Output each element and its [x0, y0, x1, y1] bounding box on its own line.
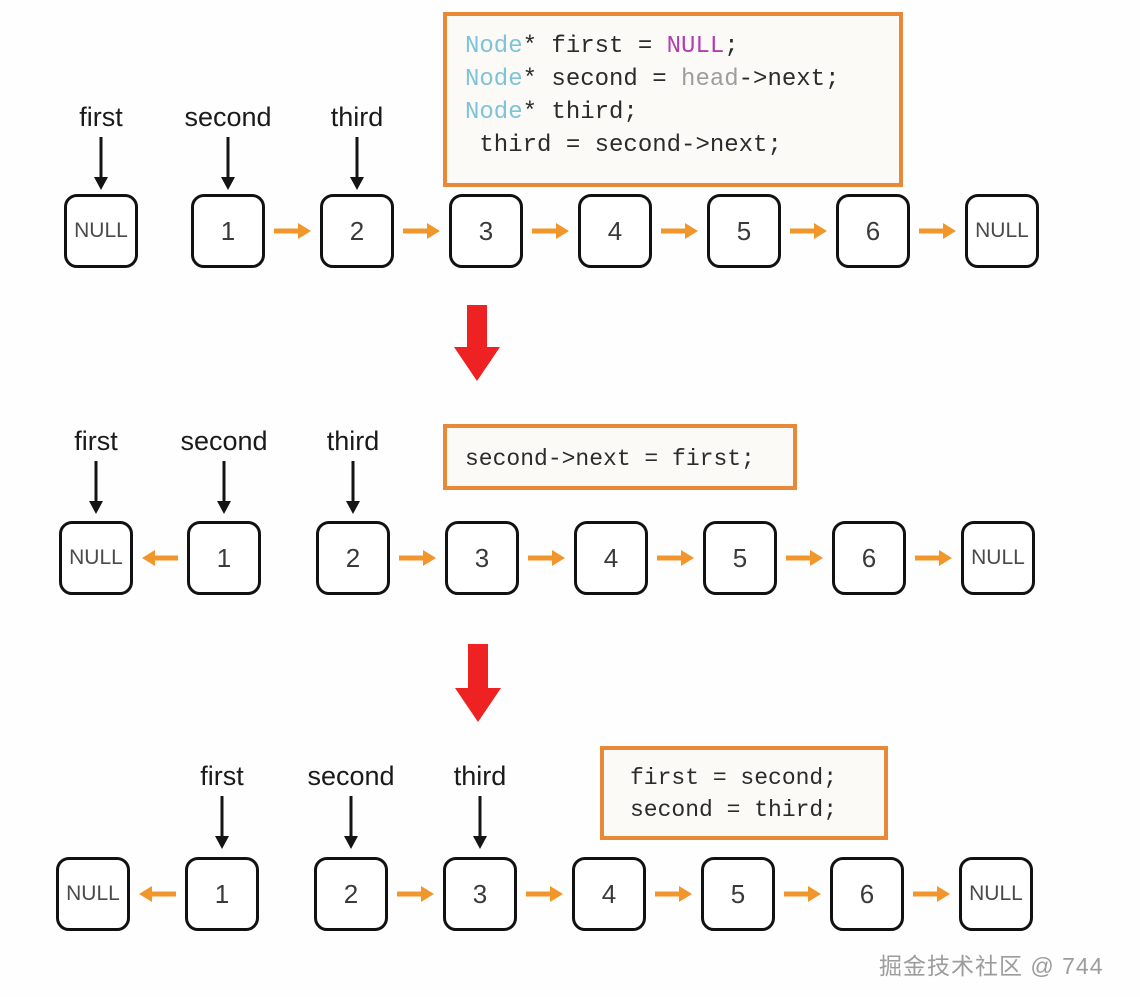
code-line-1-2: Node* second = head->next; — [465, 63, 899, 96]
pointer-3-second: second — [276, 763, 426, 850]
node-1-2: 1 — [191, 194, 265, 268]
node-2-3: 2 — [316, 521, 390, 595]
link-arrow-3-2 — [397, 885, 434, 903]
node-1-3: 2 — [320, 194, 394, 268]
pointer-label-third: third — [326, 426, 380, 456]
node-1-6: 5 — [707, 194, 781, 268]
pointer-down-arrow-icon — [345, 461, 361, 515]
link-arrow-1-3 — [532, 222, 569, 240]
pointer-label-third: third — [453, 761, 507, 791]
node-3-5: 4 — [572, 857, 646, 931]
link-arrow-3-1 — [139, 885, 176, 903]
pointer-label-first: first — [79, 102, 123, 132]
node-2-2: 1 — [187, 521, 261, 595]
node-3-6: 5 — [701, 857, 775, 931]
code-token-plain: third; — [551, 99, 638, 127]
pointer-1-third: third — [282, 104, 432, 191]
code-token-plain: second->next = first; — [465, 446, 755, 472]
link-arrow-3-5 — [784, 885, 821, 903]
code-line-3-1: first = second; — [630, 763, 884, 795]
code-token-plain: * — [522, 33, 552, 60]
node-3-7: 6 — [830, 857, 904, 931]
pointer-1-first: first — [26, 104, 176, 191]
link-arrow-1-1 — [274, 222, 311, 240]
node-1-5: 4 — [578, 194, 652, 268]
watermark: 掘金技术社区 @ 744 — [879, 953, 1104, 979]
node-2-6: 5 — [703, 521, 777, 595]
transition-arrow-1 — [452, 305, 502, 383]
link-arrow-3-4 — [655, 885, 692, 903]
pointer-2-third: third — [278, 428, 428, 515]
link-arrow-1-4 — [661, 222, 698, 240]
link-arrow-2-5 — [786, 549, 823, 567]
link-arrow-2-2 — [399, 549, 436, 567]
link-arrow-3-3 — [526, 885, 563, 903]
code-token-plain: second = — [551, 66, 682, 94]
link-arrow-2-3 — [528, 549, 565, 567]
link-arrow-1-2 — [403, 222, 440, 240]
node-3-8: NULL — [959, 857, 1033, 931]
link-arrow-1-6 — [919, 222, 956, 240]
pointer-label-second: second — [180, 426, 268, 456]
pointer-1-second: second — [153, 104, 303, 191]
node-2-4: 3 — [445, 521, 519, 595]
pointer-label-second: second — [307, 761, 395, 791]
code-token-type: Node — [465, 99, 523, 127]
pointer-down-arrow-icon — [214, 796, 230, 850]
code-token-plain: second = third; — [630, 796, 838, 823]
code-token-null: NULL — [666, 33, 725, 60]
node-1-7: 6 — [836, 194, 910, 268]
pointer-2-second: second — [149, 428, 299, 515]
code-block-3: first = second; second = third; — [600, 746, 888, 840]
code-token-plain: first = second; — [630, 765, 838, 791]
pointer-label-first: first — [200, 761, 244, 791]
pointer-label-first: first — [74, 426, 118, 456]
node-2-7: 6 — [832, 521, 906, 595]
code-line-1-4: third = second->next; — [465, 129, 899, 162]
node-3-1: NULL — [56, 857, 130, 931]
node-3-2: 1 — [185, 857, 259, 931]
code-line-1-3: Node* third; — [465, 96, 899, 129]
node-2-5: 4 — [574, 521, 648, 595]
node-2-1: NULL — [59, 521, 133, 595]
code-token-plain: first = — [551, 33, 667, 60]
link-arrow-2-6 — [915, 549, 952, 567]
code-token-plain: ->next; — [738, 66, 840, 94]
code-token-plain: * — [522, 66, 552, 94]
pointer-3-third: third — [405, 763, 555, 850]
transition-arrow-2 — [453, 644, 503, 724]
link-arrow-3-6 — [913, 885, 950, 903]
code-token-type: Node — [465, 66, 523, 94]
node-3-4: 3 — [443, 857, 517, 931]
code-line-1-1: Node* first = NULL; — [465, 30, 899, 63]
link-arrow-2-4 — [657, 549, 694, 567]
code-block-2: second->next = first; — [443, 424, 797, 490]
code-line-3-2: second = third; — [630, 795, 884, 827]
pointer-label-second: second — [184, 102, 272, 132]
pointer-down-arrow-icon — [88, 461, 104, 515]
code-token-plain: ; — [724, 33, 739, 60]
pointer-3-first: first — [147, 763, 297, 850]
code-line-2-1: second->next = first; — [465, 444, 793, 476]
node-1-8: NULL — [965, 194, 1039, 268]
pointer-down-arrow-icon — [216, 461, 232, 515]
pointer-label-third: third — [330, 102, 384, 132]
code-token-plain: third = second->next; — [465, 132, 782, 160]
code-token-plain: * — [522, 99, 552, 127]
pointer-down-arrow-icon — [472, 796, 488, 850]
pointer-down-arrow-icon — [349, 137, 365, 191]
node-1-4: 3 — [449, 194, 523, 268]
code-token-dim: head — [681, 66, 739, 94]
pointer-down-arrow-icon — [220, 137, 236, 191]
pointer-down-arrow-icon — [93, 137, 109, 191]
code-block-1: Node* first = NULL;Node* second = head->… — [443, 12, 903, 187]
link-arrow-1-5 — [790, 222, 827, 240]
pointer-down-arrow-icon — [343, 796, 359, 850]
link-arrow-2-1 — [142, 549, 178, 567]
node-2-8: NULL — [961, 521, 1035, 595]
pointer-2-first: first — [21, 428, 171, 515]
node-1-1: NULL — [64, 194, 138, 268]
node-3-3: 2 — [314, 857, 388, 931]
code-token-type: Node — [465, 33, 523, 60]
